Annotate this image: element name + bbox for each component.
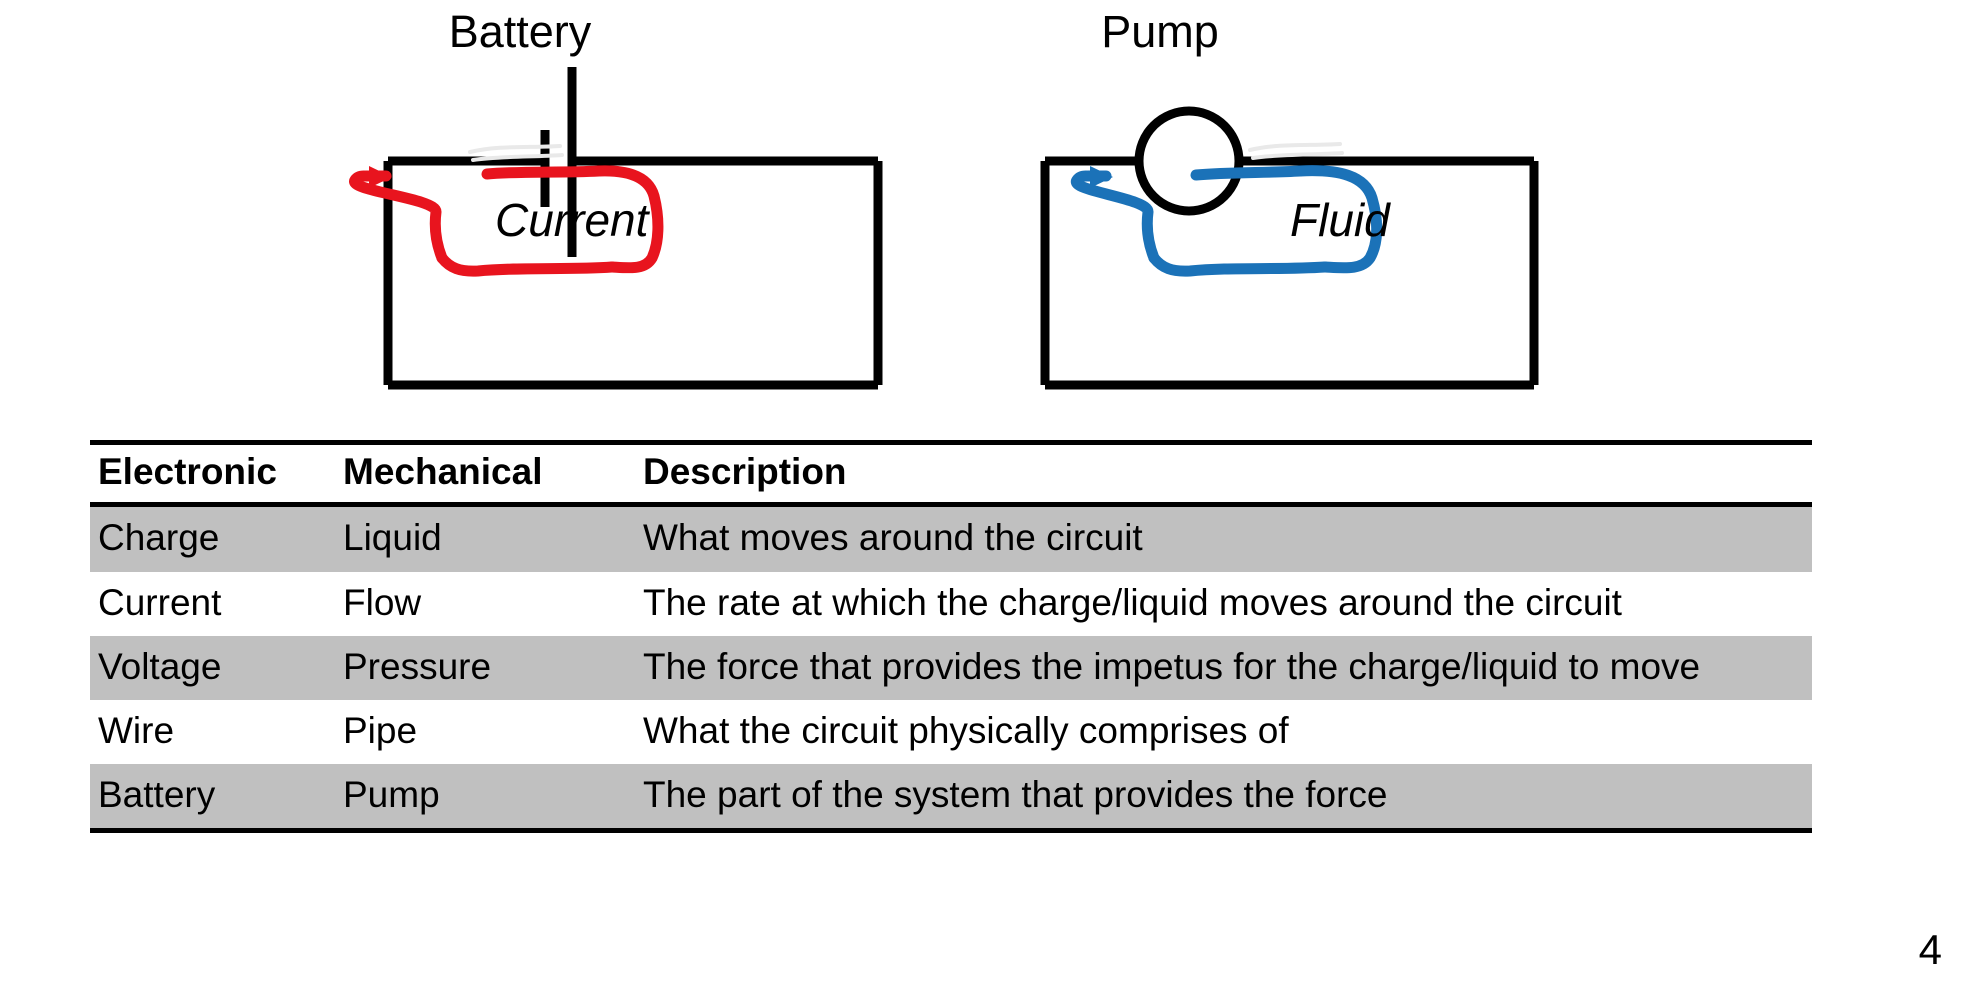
cell-description: The rate at which the charge/liquid move… [635,571,1812,636]
cell-description: What the circuit physically comprises of [635,699,1812,764]
fluid-loop-bottom [1148,252,1331,277]
table-row: Voltage Pressure The force that provides… [90,635,1812,700]
cell-mechanical: Pump [335,763,635,833]
cell-mechanical: Pressure [335,635,635,700]
battery-diagram-title: Battery [448,6,592,57]
pump-circle-icon [1134,106,1244,216]
current-loop-top [481,165,605,180]
table-body: Charge Liquid What moves around the circ… [90,504,1812,833]
cell-description: The part of the system that provides the… [635,763,1812,833]
table-row: Wire Pipe What the circuit physically co… [90,699,1812,764]
faint-squiggle-artifact [468,144,564,162]
pump-circuit-group [1040,106,1539,390]
current-loop-left [349,170,448,264]
analogy-table: Electronic Mechanical Description Charge… [90,439,1812,833]
table-header-row: Electronic Mechanical Description [90,439,1812,508]
diagram-area: Battery Pump [0,0,1976,430]
page-number: 4 [1918,926,1942,973]
table-header: Electronic Mechanical Description [90,439,1812,508]
current-label: Current [495,194,649,246]
cell-electronic: Charge [90,504,335,572]
cell-electronic: Wire [90,699,335,764]
faint-squiggle-artifact-pump [1248,142,1344,160]
table-row: Current Flow The rate at which the charg… [90,571,1812,636]
cell-electronic: Voltage [90,635,335,700]
battery-circuit-group [349,67,883,390]
fluid-arrowhead-icon [1090,166,1113,188]
current-loop-right [593,165,664,274]
column-header-electronic: Electronic [90,439,335,508]
cell-mechanical: Pipe [335,699,635,764]
cell-mechanical: Flow [335,571,635,636]
cell-electronic: Battery [90,763,335,833]
cell-electronic: Current [90,571,335,636]
cell-description: What moves around the circuit [635,504,1812,572]
cell-description: The force that provides the impetus for … [635,635,1812,700]
cell-mechanical: Liquid [335,504,635,572]
column-header-description: Description [635,439,1812,508]
analogy-table-wrapper: Electronic Mechanical Description Charge… [90,439,1812,833]
current-arrowhead-icon [369,166,392,188]
fluid-loop-top [1190,165,1306,181]
fluid-loop-right [1294,165,1383,274]
fluid-label: Fluid [1290,194,1390,246]
table-row: Charge Liquid What moves around the circ… [90,504,1812,572]
fluid-loop-left [1071,170,1160,264]
table-row: Battery Pump The part of the system that… [90,763,1812,833]
circuits-svg [349,67,1539,390]
current-loop-bottom [436,252,618,277]
pump-diagram-title: Pump [1101,6,1219,57]
column-header-mechanical: Mechanical [335,439,635,508]
